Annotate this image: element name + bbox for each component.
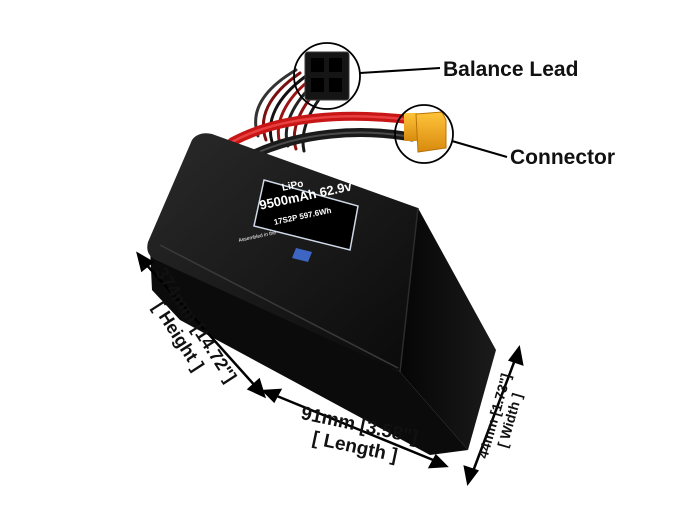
balance-lead-callout-line	[359, 67, 441, 74]
main-power-leads	[227, 111, 417, 161]
balance-lead-label: Balance Lead	[443, 58, 579, 81]
connector-callout-line	[451, 140, 508, 158]
battery-pack	[147, 133, 496, 455]
balance-lead-callout-circle	[293, 42, 361, 110]
connector-label: Connector	[510, 146, 615, 169]
xt-connector	[404, 111, 447, 153]
battery-spec-label	[253, 179, 359, 262]
balance-lead-plug	[304, 51, 350, 101]
dimension-arrows	[136, 251, 524, 487]
connector-callout-circle	[394, 104, 454, 164]
